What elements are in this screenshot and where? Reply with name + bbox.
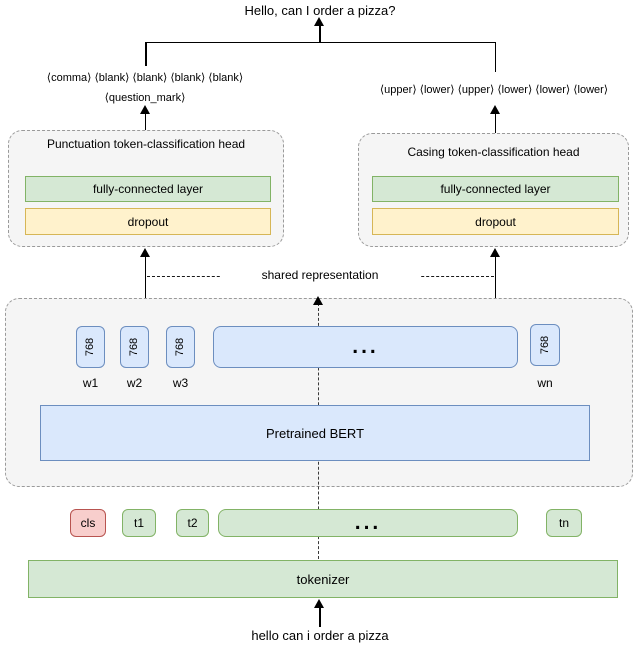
casing-output-labels: ⟨upper⟩ ⟨lower⟩ ⟨upper⟩ ⟨lower⟩ ⟨lower⟩ … — [379, 84, 609, 96]
output-sentence: Hello, can I order a pizza? — [244, 3, 396, 18]
encoder-to-casing-arrow-icon — [490, 248, 500, 257]
embedding-w2-box: 768 — [120, 326, 149, 368]
casing-output-arrow-line — [494, 112, 496, 134]
token-ellipsis-box: ... — [218, 509, 518, 537]
embedding-w3-box: 768 — [166, 326, 195, 368]
encoder-to-punctuation-arrow-icon — [140, 248, 150, 257]
punctuation-fc-layer: fully-connected layer — [25, 176, 271, 202]
casing-dropout: dropout — [372, 208, 619, 235]
merge-bracket-top — [145, 42, 496, 43]
word-label-wn: wn — [537, 376, 553, 390]
embedding-wn-box: 768 — [530, 324, 560, 366]
input-sentence: hello can i order a pizza — [251, 628, 389, 643]
token-cls: cls — [70, 509, 106, 537]
casing-head-title: Casing token-classification head — [407, 145, 580, 159]
input-arrow-icon — [314, 599, 324, 608]
casing-output-arrow-icon — [490, 105, 500, 114]
output-arrow-icon — [314, 17, 324, 26]
shared-representation-label: shared representation — [220, 268, 420, 282]
punctuation-dropout: dropout — [25, 208, 271, 235]
pretrained-bert-box: Pretrained BERT — [40, 405, 590, 461]
encoder-to-punctuation-arrow-line — [144, 255, 146, 298]
tokenizer-box: tokenizer — [28, 560, 618, 598]
word-label-w1: w1 — [82, 376, 99, 390]
output-arrow-line — [319, 24, 321, 42]
embedding-w1-box: 768 — [76, 326, 105, 368]
embedding-w1-dim: 768 — [84, 337, 97, 357]
flow-arrow-icon — [313, 296, 323, 305]
token-t1: t1 — [122, 509, 156, 537]
punctuation-output-arrow-icon — [140, 105, 150, 114]
punctuation-output-arrow-line — [144, 112, 146, 131]
token-tn: tn — [546, 509, 582, 537]
encoder-to-casing-arrow-line — [494, 255, 496, 298]
embedding-w2-dim: 768 — [128, 337, 141, 357]
casing-fc-layer: fully-connected layer — [372, 176, 619, 202]
input-arrow-line — [319, 606, 321, 627]
embedding-wn-dim: 768 — [538, 335, 551, 355]
embedding-ellipsis-box: ... — [213, 326, 518, 368]
embedding-w3-dim: 768 — [174, 337, 187, 357]
punctuation-output-labels-line2: ⟨question_mark⟩ — [104, 92, 186, 104]
merge-bracket-left — [145, 42, 147, 66]
punctuation-output-labels-line1: ⟨comma⟩ ⟨blank⟩ ⟨blank⟩ ⟨blank⟩ ⟨blank⟩ — [46, 72, 244, 84]
word-label-w3: w3 — [172, 376, 189, 390]
token-t2: t2 — [176, 509, 209, 537]
word-label-w2: w2 — [126, 376, 143, 390]
merge-bracket-right — [494, 42, 496, 72]
punctuation-head-title: Punctuation token-classification head — [46, 137, 246, 151]
